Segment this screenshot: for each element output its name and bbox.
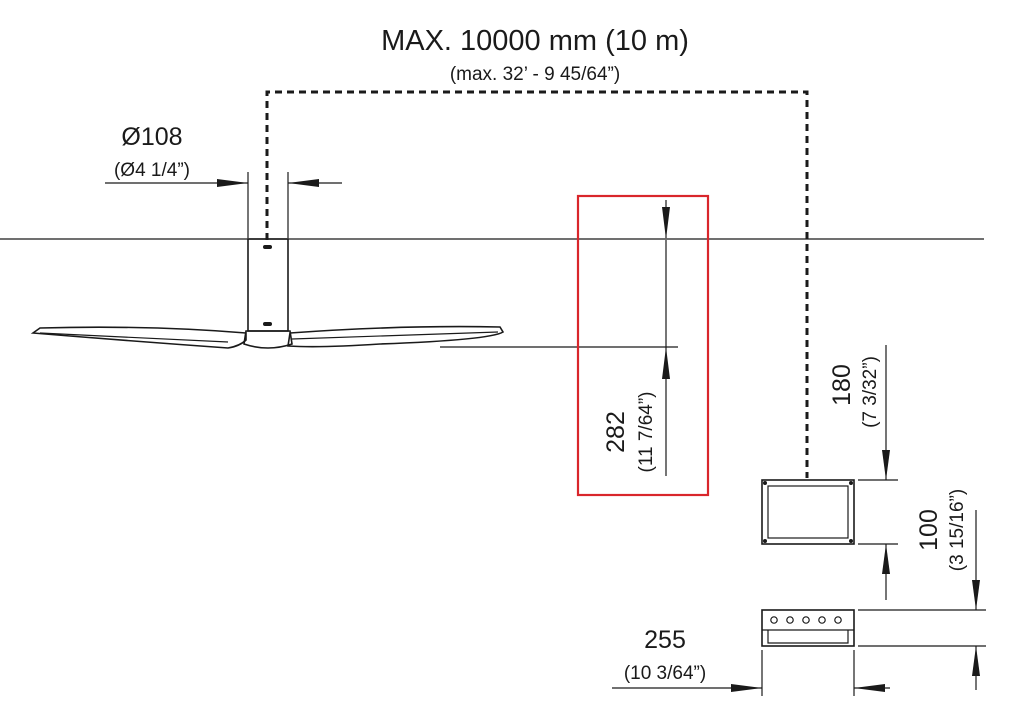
- receiver-width-dimension: [612, 650, 890, 696]
- receiver-width-label: 255: [644, 626, 686, 654]
- fan-illustration: [30, 238, 505, 349]
- max-distance-dashed-path: [265, 90, 809, 478]
- receiver-width-imperial-label: (10 3/64”): [624, 663, 706, 684]
- height-dimension: [440, 200, 678, 476]
- diameter-dimension: [105, 172, 342, 238]
- receiver-depth-arrow-top: [972, 580, 980, 610]
- diameter-arrow-left: [217, 179, 248, 187]
- receiver-width-arrow-left: [731, 684, 762, 692]
- max-distance-imperial-label: (max. 32’ - 9 45/64”): [450, 64, 620, 85]
- receiver-side-view: [761, 609, 855, 647]
- receiver-height-arrow-top: [882, 450, 890, 480]
- terminal-screw-icon: [770, 616, 778, 624]
- receiver-height-label: 180: [828, 364, 856, 406]
- receiver-depth-label: 100: [915, 509, 943, 551]
- receiver-depth-dimension: [858, 510, 986, 690]
- fan-blade-left: [30, 326, 247, 349]
- max-distance-label: MAX. 10000 mm (10 m): [381, 25, 689, 57]
- receiver-height-arrow-bottom: [882, 544, 890, 574]
- highlight-box: [576, 194, 710, 497]
- receiver-front-view: [761, 479, 855, 545]
- receiver-depth-imperial-label: (3 15/16”): [947, 489, 968, 571]
- fan-hub: [243, 330, 293, 349]
- diameter-label: Ø108: [121, 123, 182, 151]
- receiver-depth-arrow-bottom: [972, 646, 980, 676]
- fan-downrod: [247, 238, 289, 332]
- receiver-height-dimension: [858, 345, 898, 600]
- receiver-width-arrow-right: [854, 684, 885, 692]
- height-label: 282: [602, 411, 630, 453]
- fan-blade-right: [287, 325, 505, 348]
- diameter-arrow-right: [288, 179, 319, 187]
- height-arrow-bottom: [662, 347, 670, 379]
- receiver-height-imperial-label: (7 3/32”): [860, 356, 881, 428]
- diameter-imperial-label: (Ø4 1/4”): [114, 160, 190, 181]
- height-imperial-label: (11 7/64”): [636, 392, 657, 473]
- height-arrow-top: [662, 207, 670, 239]
